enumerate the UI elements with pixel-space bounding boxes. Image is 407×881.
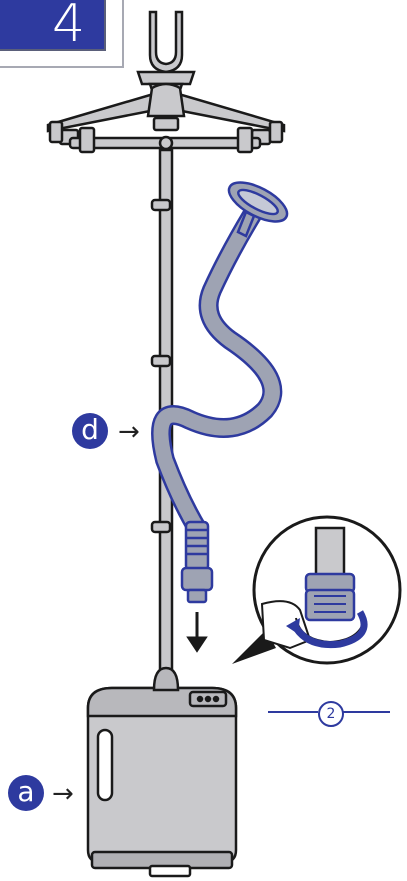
callout-a-arrow: → <box>52 779 74 809</box>
water-tank <box>86 666 238 878</box>
callout-d-badge: d <box>72 413 108 449</box>
step-badge: 4 <box>0 0 106 54</box>
down-arrow <box>186 612 208 653</box>
callout-d-letter: d <box>81 413 99 446</box>
hose-coupler <box>180 520 214 604</box>
zoom-detail <box>252 515 402 665</box>
step-number: 4 <box>52 0 86 54</box>
hanger-arms <box>46 82 286 154</box>
callout-a-letter: a <box>17 775 35 808</box>
callout-d-arrow: → <box>118 417 140 447</box>
hose-body <box>153 207 280 538</box>
step-badge-frame <box>0 0 124 68</box>
steam-head <box>227 181 289 238</box>
callout-a-badge: a <box>8 775 44 811</box>
substep-number: 2 <box>318 701 344 727</box>
